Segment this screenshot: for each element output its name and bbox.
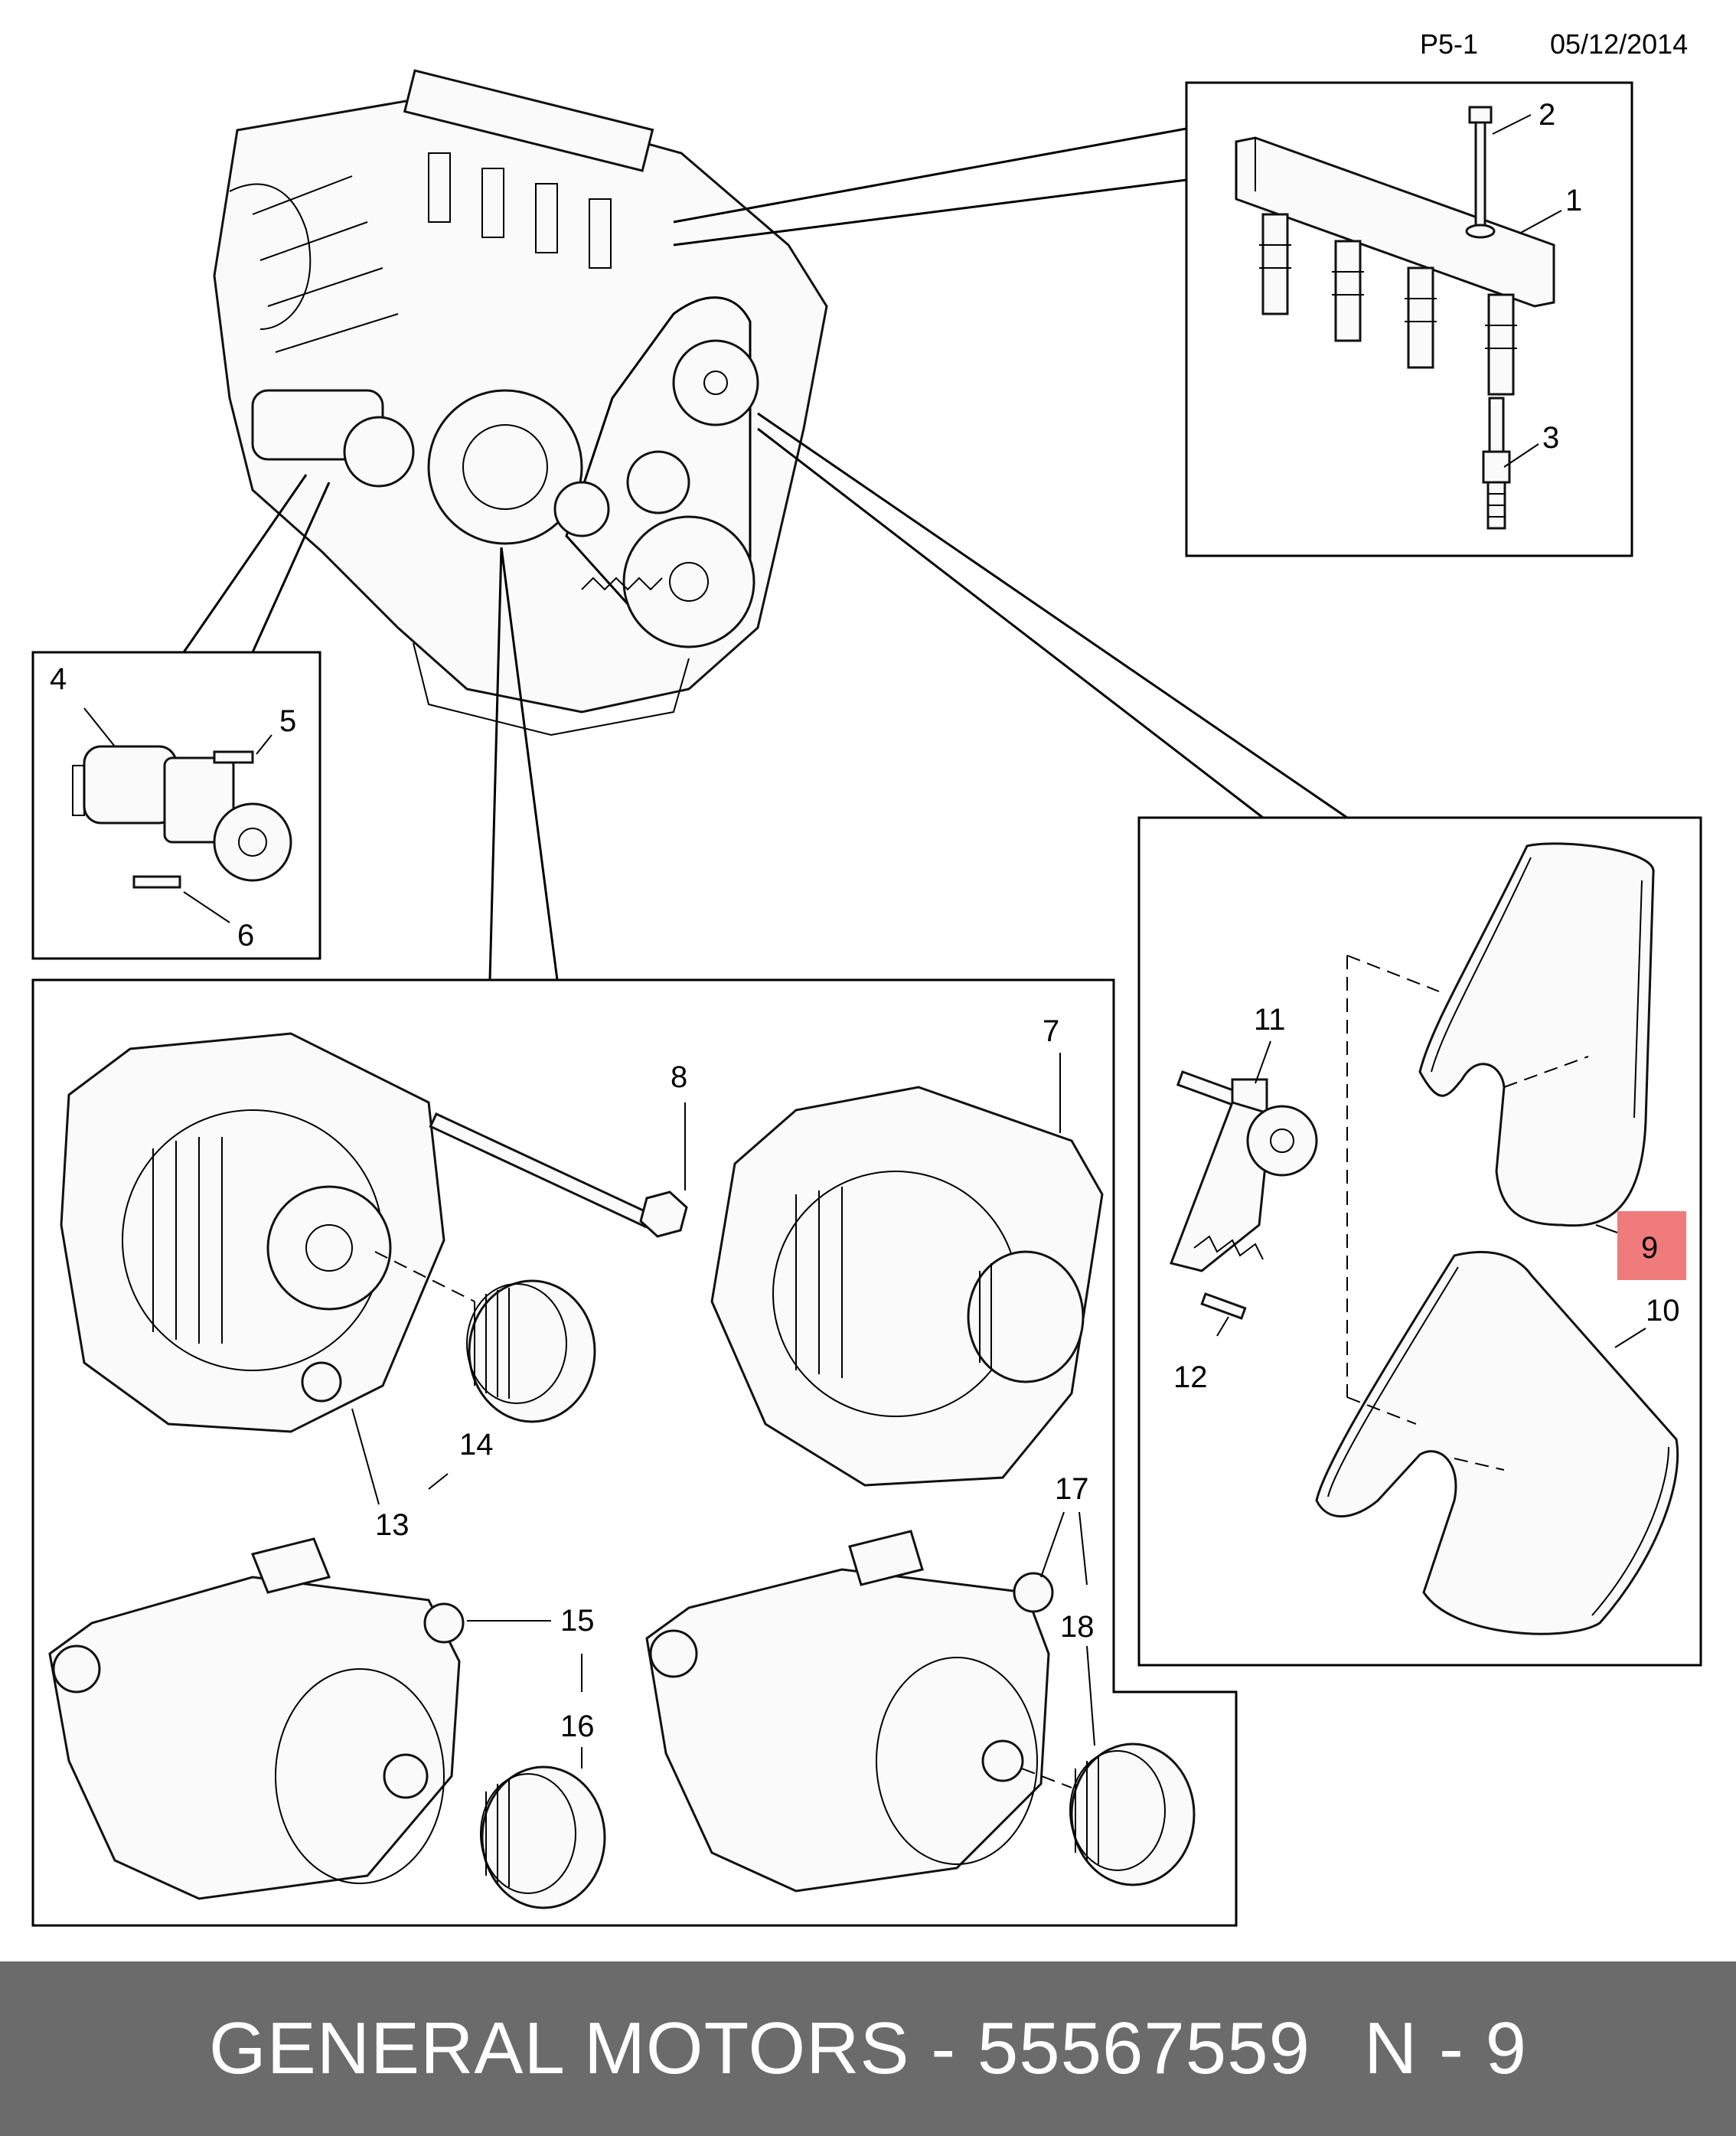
callout-15: 15 xyxy=(560,1604,595,1638)
pulley-icon xyxy=(1069,1742,1196,1886)
pulley-icon xyxy=(374,1251,596,1423)
belt-tensioner-icon xyxy=(1169,1070,1318,1272)
drive-belt-icon xyxy=(1418,842,1655,1227)
box-alternators: 7 8 13 14 15 16 17 18 xyxy=(31,978,1238,1927)
alternator-icon xyxy=(48,1537,465,1900)
callout-11: 11 xyxy=(1254,1003,1286,1037)
starter-motor-icon xyxy=(72,745,292,882)
ignition-coil-icon xyxy=(1235,136,1555,396)
alternator-icon xyxy=(60,1032,445,1433)
callout-17: 17 xyxy=(1055,1472,1089,1506)
callout-5: 5 xyxy=(279,704,296,738)
footer-brand: GENERAL MOTORS xyxy=(209,2007,910,2089)
alternator-bolt-icon xyxy=(429,1112,688,1238)
parts-diagram: P5-1 05/12/2014 xyxy=(31,28,1702,1927)
box-drive-belts: 9 10 11 12 xyxy=(1137,816,1702,1667)
callout-7: 7 xyxy=(1043,1014,1059,1048)
callout-9: 9 xyxy=(1641,1231,1658,1265)
tensioner-bolt-icon xyxy=(1200,1292,1247,1320)
callout-3: 3 xyxy=(1542,421,1559,455)
footer-bar: GENERAL MOTORS - 55567559 N - 9 xyxy=(0,1961,1736,2136)
box-starter: 4 5 6 xyxy=(31,651,321,960)
callout-12: 12 xyxy=(1173,1360,1208,1394)
callout-14: 14 xyxy=(459,1428,494,1462)
coil-bolt-icon xyxy=(1465,106,1496,239)
footer-part-number: 55567559 xyxy=(977,2007,1310,2089)
callout-10: 10 xyxy=(1646,1294,1680,1328)
pulley-icon xyxy=(480,1765,606,1909)
callout-6: 6 xyxy=(237,919,254,952)
callout-8: 8 xyxy=(671,1060,687,1094)
callout-4: 4 xyxy=(50,662,67,696)
box-ignition-coil: 2 1 3 xyxy=(1185,81,1633,557)
footer-separator: - xyxy=(931,2007,957,2089)
page-date: 05/12/2014 xyxy=(1550,28,1688,60)
alternator-icon xyxy=(645,1530,1072,1893)
callout-13: 13 xyxy=(375,1508,410,1542)
callout-16: 16 xyxy=(560,1710,595,1743)
spark-plug-icon xyxy=(1482,397,1511,530)
footer-position-label: N - 9 xyxy=(1363,2007,1527,2089)
page-ref: P5-1 xyxy=(1420,28,1478,60)
alternator-icon xyxy=(710,1086,1104,1487)
callout-2: 2 xyxy=(1539,98,1555,132)
callout-18: 18 xyxy=(1060,1610,1095,1644)
drive-belt-icon xyxy=(1315,1250,1679,1635)
starter-bolt-icon xyxy=(132,750,254,889)
highlight-box-9 xyxy=(1617,1211,1686,1280)
engine-illustration xyxy=(213,69,828,736)
callout-1: 1 xyxy=(1565,184,1582,217)
